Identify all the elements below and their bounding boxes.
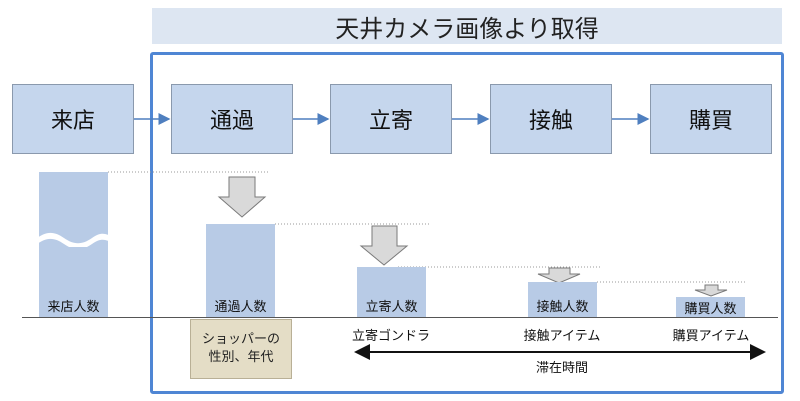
camera-scope-frame: [150, 52, 784, 394]
note-line-2: 性別、年代: [208, 350, 274, 365]
bar-kobai: [676, 297, 745, 317]
stage-tsuka: 通過: [171, 84, 293, 154]
diagram-title: 天井カメラ画像より取得: [152, 8, 782, 44]
note-line-1: ショッパーの: [201, 332, 280, 347]
stage-raiten: 来店: [12, 84, 134, 154]
axis-break-mark: [36, 232, 112, 247]
label-kobai-item: 購買アイテム: [672, 329, 750, 344]
bar-tachiyori: [357, 267, 426, 317]
bar-sesshoku: [528, 282, 597, 317]
label-duration: 滞在時間: [535, 361, 588, 376]
bar-label-tachiyori: 立寄人数: [365, 299, 418, 315]
bar-tsuka: [206, 224, 275, 317]
bar-label-sesshoku: 接触人数: [536, 299, 589, 315]
dropoff-arrow: [217, 176, 267, 218]
bar-label-kobai: 購買人数: [684, 301, 737, 317]
label-sesshoku-item: 接触アイテム: [523, 329, 601, 344]
label-tachiyori-gondola: 立寄ゴンドラ: [351, 329, 430, 344]
stage-tachiyori: 立寄: [330, 84, 452, 154]
baseline: [22, 317, 778, 318]
dropoff-arrow: [359, 225, 409, 266]
bar-label-tsuka: 通過人数: [214, 299, 267, 315]
shopper-attributes-note: ショッパーの 性別、年代: [190, 319, 292, 379]
stage-sesshoku: 接触: [490, 84, 612, 154]
bar-label-raiten: 来店人数: [47, 299, 100, 315]
dropoff-arrow: [694, 284, 728, 297]
stage-kobai: 購買: [650, 84, 772, 154]
dropoff-arrow: [537, 267, 581, 284]
